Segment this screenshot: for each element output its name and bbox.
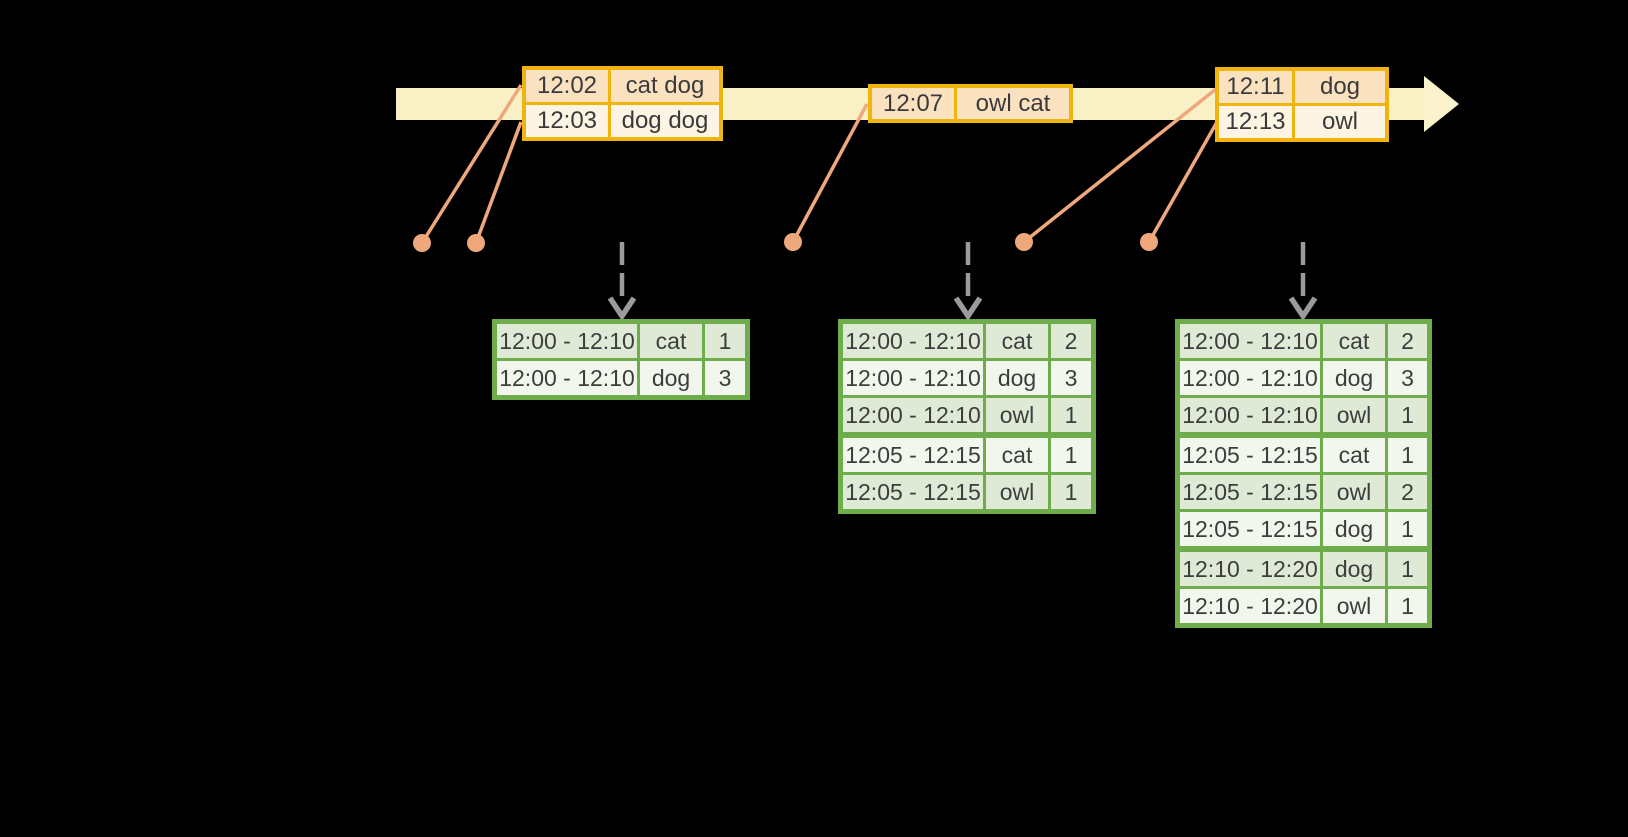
count-cell: 1 (1385, 589, 1427, 623)
event-words-cell: owl (1292, 106, 1385, 138)
count-cell: 2 (1385, 324, 1427, 358)
count-cell: 2 (1385, 475, 1427, 509)
result-row: 12:10 - 12:20 dog 1 (1180, 546, 1427, 586)
result-row: 12:00 - 12:10 cat 2 (1180, 324, 1427, 358)
window-cell: 12:00 - 12:10 (845, 401, 981, 428)
count-cell: 1 (1048, 475, 1091, 509)
event-time-cell: 12:07 (882, 89, 944, 117)
word-cell: owl (1320, 475, 1385, 509)
event-time-cell: 12:03 (536, 107, 598, 134)
event-table-2: 12:07 owl cat (868, 84, 1073, 123)
word-cell: cat (983, 438, 1048, 472)
window-cell: 12:00 - 12:10 (845, 364, 981, 391)
window-cell: 12:05 - 12:15 (845, 478, 981, 505)
count-cell: 1 (702, 324, 745, 358)
count-cell: 2 (1048, 324, 1091, 358)
window-cell: 12:05 - 12:15 (1182, 515, 1318, 542)
word-cell: cat (1320, 438, 1385, 472)
trigger-arrows (607, 242, 1318, 321)
timeline-arrowhead-icon (1424, 76, 1459, 132)
event-time-cell: 12:02 (536, 72, 598, 99)
result-row: 12:00 - 12:10 owl 1 (1180, 395, 1427, 432)
count-cell: 1 (1048, 398, 1091, 432)
event-time-cell: 12:11 (1226, 73, 1285, 100)
result-row: 12:05 - 12:15 dog 1 (1180, 509, 1427, 546)
result-row: 12:00 - 12:10 dog 3 (843, 358, 1091, 395)
event-connector-line (1147, 121, 1219, 243)
result-table-1: 12:00 - 12:10 cat 1 12:00 - 12:10 dog 3 (492, 319, 750, 400)
trigger-arrow-icon (607, 242, 637, 321)
event-dot (784, 233, 802, 251)
window-cell: 12:10 - 12:20 (1182, 592, 1318, 619)
window-cell: 12:00 - 12:10 (1182, 364, 1318, 391)
count-cell: 1 (1385, 398, 1427, 432)
word-cell: dog (637, 361, 702, 395)
word-cell: cat (983, 324, 1048, 358)
window-cell: 12:05 - 12:15 (845, 441, 981, 468)
window-cell: 12:05 - 12:15 (1182, 478, 1318, 505)
result-row: 12:00 - 12:10 dog 3 (497, 358, 745, 395)
event-time-cell: 12:13 (1225, 108, 1286, 135)
result-row: 12:00 - 12:10 dog 3 (1180, 358, 1427, 395)
word-cell: cat (637, 324, 702, 358)
word-cell: owl (1320, 589, 1385, 623)
event-dot (1015, 233, 1033, 251)
event-connector-lines (420, 84, 1219, 244)
result-row: 12:00 - 12:10 cat 1 (497, 324, 745, 358)
result-row: 12:05 - 12:15 cat 1 (1180, 432, 1427, 472)
result-row: 12:10 - 12:20 owl 1 (1180, 586, 1427, 623)
window-cell: 12:05 - 12:15 (1182, 441, 1318, 468)
event-row: 12:03 dog dog (526, 102, 719, 137)
count-cell: 3 (1385, 361, 1427, 395)
event-row: 12:02 cat dog (526, 70, 719, 102)
count-cell: 1 (1385, 512, 1427, 546)
result-row: 12:05 - 12:15 cat 1 (843, 432, 1091, 472)
event-connector-line (420, 84, 523, 244)
event-dot (413, 234, 431, 252)
event-words-cell: dog (1292, 71, 1385, 103)
result-row: 12:00 - 12:10 cat 2 (843, 324, 1091, 358)
event-connector-line (791, 103, 869, 243)
window-cell: 12:00 - 12:10 (499, 364, 635, 391)
event-connector-line (1022, 87, 1218, 244)
result-table-3: 12:00 - 12:10 cat 2 12:00 - 12:10 dog 3 … (1175, 319, 1432, 628)
event-dot (1140, 233, 1158, 251)
window-cell: 12:00 - 12:10 (845, 327, 981, 354)
window-cell: 12:00 - 12:10 (499, 327, 635, 354)
window-cell: 12:00 - 12:10 (1182, 401, 1318, 428)
result-table-2: 12:00 - 12:10 cat 2 12:00 - 12:10 dog 3 … (838, 319, 1096, 514)
event-words-cell: owl cat (954, 88, 1069, 119)
event-table-1: 12:02 cat dog 12:03 dog dog (522, 66, 723, 141)
count-cell: 3 (702, 361, 745, 395)
word-cell: dog (1320, 552, 1385, 586)
word-cell: cat (1320, 324, 1385, 358)
count-cell: 1 (1385, 438, 1427, 472)
word-cell: dog (1320, 361, 1385, 395)
word-cell: owl (983, 475, 1048, 509)
event-connector-line (474, 121, 523, 244)
event-row: 12:07 owl cat (872, 88, 1069, 119)
result-row: 12:00 - 12:10 owl 1 (843, 395, 1091, 432)
event-words-cell: cat dog (608, 70, 719, 102)
window-cell: 12:00 - 12:10 (1182, 327, 1318, 354)
window-cell: 12:10 - 12:20 (1182, 555, 1318, 582)
result-row: 12:05 - 12:15 owl 2 (1180, 472, 1427, 509)
word-cell: dog (1320, 512, 1385, 546)
result-row: 12:05 - 12:15 owl 1 (843, 472, 1091, 509)
word-cell: owl (983, 398, 1048, 432)
event-row: 12:13 owl (1219, 103, 1385, 138)
event-table-3: 12:11 dog 12:13 owl (1215, 67, 1389, 142)
event-row: 12:11 dog (1219, 71, 1385, 103)
count-cell: 1 (1048, 438, 1091, 472)
event-dots (413, 233, 1158, 252)
count-cell: 1 (1385, 552, 1427, 586)
trigger-arrow-icon (1288, 242, 1318, 321)
word-cell: dog (983, 361, 1048, 395)
count-cell: 3 (1048, 361, 1091, 395)
trigger-arrow-icon (953, 242, 983, 321)
event-words-cell: dog dog (608, 105, 719, 137)
word-cell: owl (1320, 398, 1385, 432)
event-dot (467, 234, 485, 252)
